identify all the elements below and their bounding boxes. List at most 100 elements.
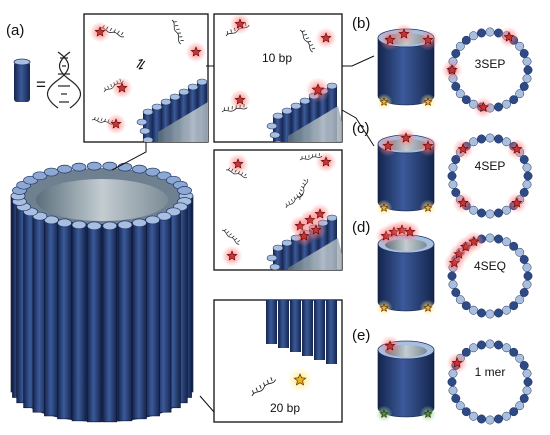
dna-strand-icon: [299, 153, 323, 161]
helix-end: [132, 164, 147, 174]
fluorophore-marker-icon: [404, 226, 416, 237]
ring-bead: [477, 340, 486, 350]
ring-bead: [522, 386, 532, 395]
ring-bead: [494, 134, 503, 144]
ring-bead: [522, 163, 532, 172]
fluorophore-marker-icon: [320, 156, 332, 167]
helix-end: [57, 164, 72, 174]
fluorophore-marker-icon: [422, 140, 434, 151]
ring-bead: [477, 208, 486, 218]
ring-bead: [515, 247, 525, 257]
dna-strand-icon: [299, 29, 316, 53]
fluorophore-marker-icon: [232, 158, 244, 169]
helix-end: [102, 161, 118, 171]
ring-bead: [522, 369, 532, 378]
ring-bead: [469, 411, 478, 421]
fluorophore-marker-icon: [384, 340, 396, 351]
helix-end: [156, 211, 172, 221]
fluorophore-marker-icon: [94, 26, 106, 37]
fluorophore-marker-icon: [511, 143, 523, 154]
fluorophore-marker-icon: [400, 132, 412, 143]
fluorophore-marker-icon: [384, 34, 396, 45]
helix-end: [117, 220, 133, 230]
ring-bead: [469, 305, 478, 315]
ring-bead: [461, 35, 471, 45]
ring-bead: [494, 208, 503, 218]
helix-end: [86, 161, 102, 171]
ring-bead: [502, 237, 511, 247]
fluorophore-marker-icon: [398, 28, 410, 39]
fluorophore-marker-icon: [423, 203, 433, 212]
ring-bead: [509, 95, 519, 105]
helix-end: [102, 221, 118, 231]
ring-bead: [519, 361, 529, 370]
ring-bead: [522, 74, 532, 83]
helix-end: [145, 215, 160, 225]
ring-bead: [515, 401, 525, 411]
bundle-corner-inset1: [136, 78, 208, 142]
ring-bead: [509, 347, 519, 357]
ring-bead: [455, 295, 465, 305]
ring-bead: [523, 65, 533, 75]
fluorophore-marker-icon: [311, 83, 325, 96]
inset-solution-strands: [89, 19, 207, 135]
ring-bead: [485, 27, 495, 37]
ring-bead: [448, 163, 458, 172]
fluorophore-marker-icon: [477, 101, 489, 113]
ring-bead: [455, 89, 465, 99]
dna-double-helix-icon: [46, 51, 82, 109]
six-helix-bundle-large: [10, 161, 194, 423]
label-20bp: 20 bp: [270, 401, 300, 415]
ring-bead: [451, 82, 461, 91]
ring-bead: [485, 133, 495, 143]
helix-end: [86, 221, 102, 231]
row-1mer: [375, 335, 533, 425]
panel-label-e: (e): [352, 327, 370, 344]
ring-bead: [522, 263, 532, 272]
ring-bead: [447, 377, 457, 387]
fluorophore-marker-icon: [423, 97, 433, 106]
panel-label-b: (b): [352, 15, 370, 32]
panel-label-a: (a): [6, 22, 24, 39]
ring-bead: [455, 401, 465, 411]
ring-bead: [469, 343, 478, 353]
fluorophore-marker-icon: [468, 235, 480, 247]
inset-cluster-contents: [221, 151, 342, 270]
ring-bead: [469, 31, 478, 41]
ring-bead: [502, 411, 511, 421]
fluorophore-marker-icon: [382, 140, 394, 151]
ring-bead: [515, 295, 525, 305]
ring-bead: [502, 343, 511, 353]
ring-bead: [485, 339, 495, 349]
ring-bead: [523, 377, 533, 387]
fluorophore-marker-icon: [379, 303, 389, 312]
ring-bead: [448, 280, 458, 289]
ring-bead: [477, 134, 486, 144]
ring-bead: [494, 234, 503, 244]
ring-bead: [477, 308, 486, 318]
helix-end: [57, 218, 72, 228]
row-4seq: [375, 219, 533, 319]
ring-bead: [461, 301, 471, 311]
ring-label-4sep: 4SEP: [475, 159, 506, 173]
ring-bead: [461, 407, 471, 417]
ring-bead: [494, 308, 503, 318]
ring-label-1mer: 1 mer: [475, 365, 506, 379]
fluorophore-marker-icon: [446, 64, 458, 75]
ring-bead: [461, 95, 471, 105]
inset-20bp-contents: [251, 300, 337, 397]
equals-sign: =: [36, 75, 46, 94]
ring-bead: [477, 28, 486, 38]
fluorophore-marker-icon: [503, 31, 515, 42]
ring-bead: [447, 171, 457, 181]
fluorophore-marker-icon: [320, 32, 332, 43]
fluorophore-marker-icon: [293, 373, 307, 386]
fluorophore-marker-icon: [457, 197, 469, 208]
row-4sep: [375, 127, 533, 219]
panel-label-d: (d): [352, 219, 370, 236]
dna-strand-icon: [251, 377, 277, 397]
ring-bead: [522, 180, 532, 189]
ring-bead: [523, 171, 533, 181]
helix-end: [44, 167, 59, 177]
helix-end: [132, 218, 147, 228]
